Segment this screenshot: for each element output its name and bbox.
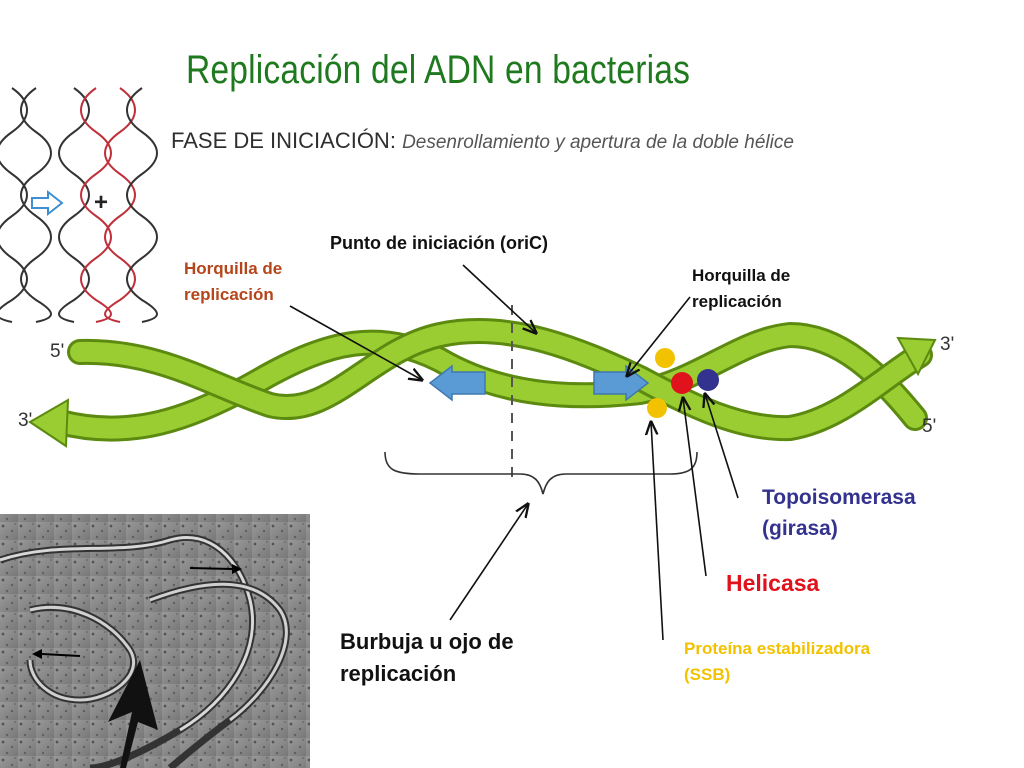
daughter-helix-1 — [58, 87, 112, 323]
ssb-label-line2: (SSB) — [684, 665, 731, 684]
ssb-label-line1: Proteína estabilizadora — [684, 639, 871, 658]
helix-inset — [0, 87, 158, 323]
top-left-end-label: 5' — [50, 341, 65, 362]
ssb-label: Proteína estabilizadora (SSB) — [684, 636, 870, 688]
fork-left-label: Horquilla de replicación — [184, 256, 282, 308]
fork-right-label: Horquilla de replicación — [692, 263, 790, 315]
phase-description: Desenrollamiento y apertura de la doble … — [402, 132, 794, 153]
bubble-brace — [384, 451, 698, 495]
page-title: Replicación del ADN en bacterias — [186, 48, 691, 92]
fork-left-label-line2: replicación — [184, 285, 274, 304]
bubble-label: Burbuja u ojo de replicación — [340, 626, 514, 690]
fork-left-label-line1: Horquilla de — [184, 259, 283, 278]
bubble-label-line2: replicación — [340, 661, 457, 686]
daughter-helix-2 — [104, 87, 158, 323]
ssb-protein-top — [655, 348, 675, 368]
strand-arrowhead-right — [896, 336, 937, 377]
topoisomerase-label: Topoisomerasa (girasa) — [762, 482, 916, 544]
topoisomerase-protein — [697, 369, 719, 391]
helicase-protein — [671, 372, 693, 394]
fork-right-label-line1: Horquilla de — [692, 266, 791, 285]
bottom-left-end-label: 3' — [18, 410, 33, 431]
pointer-lines — [289, 264, 739, 641]
topoisomerase-label-line1: Topoisomerasa — [762, 486, 916, 509]
top-right-end-label: 3' — [940, 334, 955, 355]
fork-right-label-line2: replicación — [692, 292, 782, 311]
parent-helix — [0, 87, 52, 323]
inset-arrow-icon — [31, 189, 64, 217]
phase-name: FASE DE INICIACIÓN: — [171, 128, 396, 153]
fork-arrow-left-icon — [428, 364, 486, 402]
micrograph-pointer-icon — [108, 660, 158, 768]
bottom-right-end-label: 5' — [922, 416, 937, 437]
bubble-label-line1: Burbuja u ojo de — [340, 629, 514, 654]
plus-sign: + — [94, 189, 109, 216]
ssb-protein-bottom — [647, 398, 667, 418]
electron-micrograph — [0, 514, 310, 768]
origin-label: Punto de iniciación (oriC) — [330, 233, 549, 253]
helicase-label: Helicasa — [726, 570, 820, 596]
strand-arrowhead-left — [28, 398, 70, 448]
dna-strands — [28, 318, 937, 448]
phase-subtitle: FASE DE INICIACIÓN: Desenrollamiento y a… — [171, 128, 794, 154]
topoisomerase-label-line2: (girasa) — [762, 517, 838, 540]
